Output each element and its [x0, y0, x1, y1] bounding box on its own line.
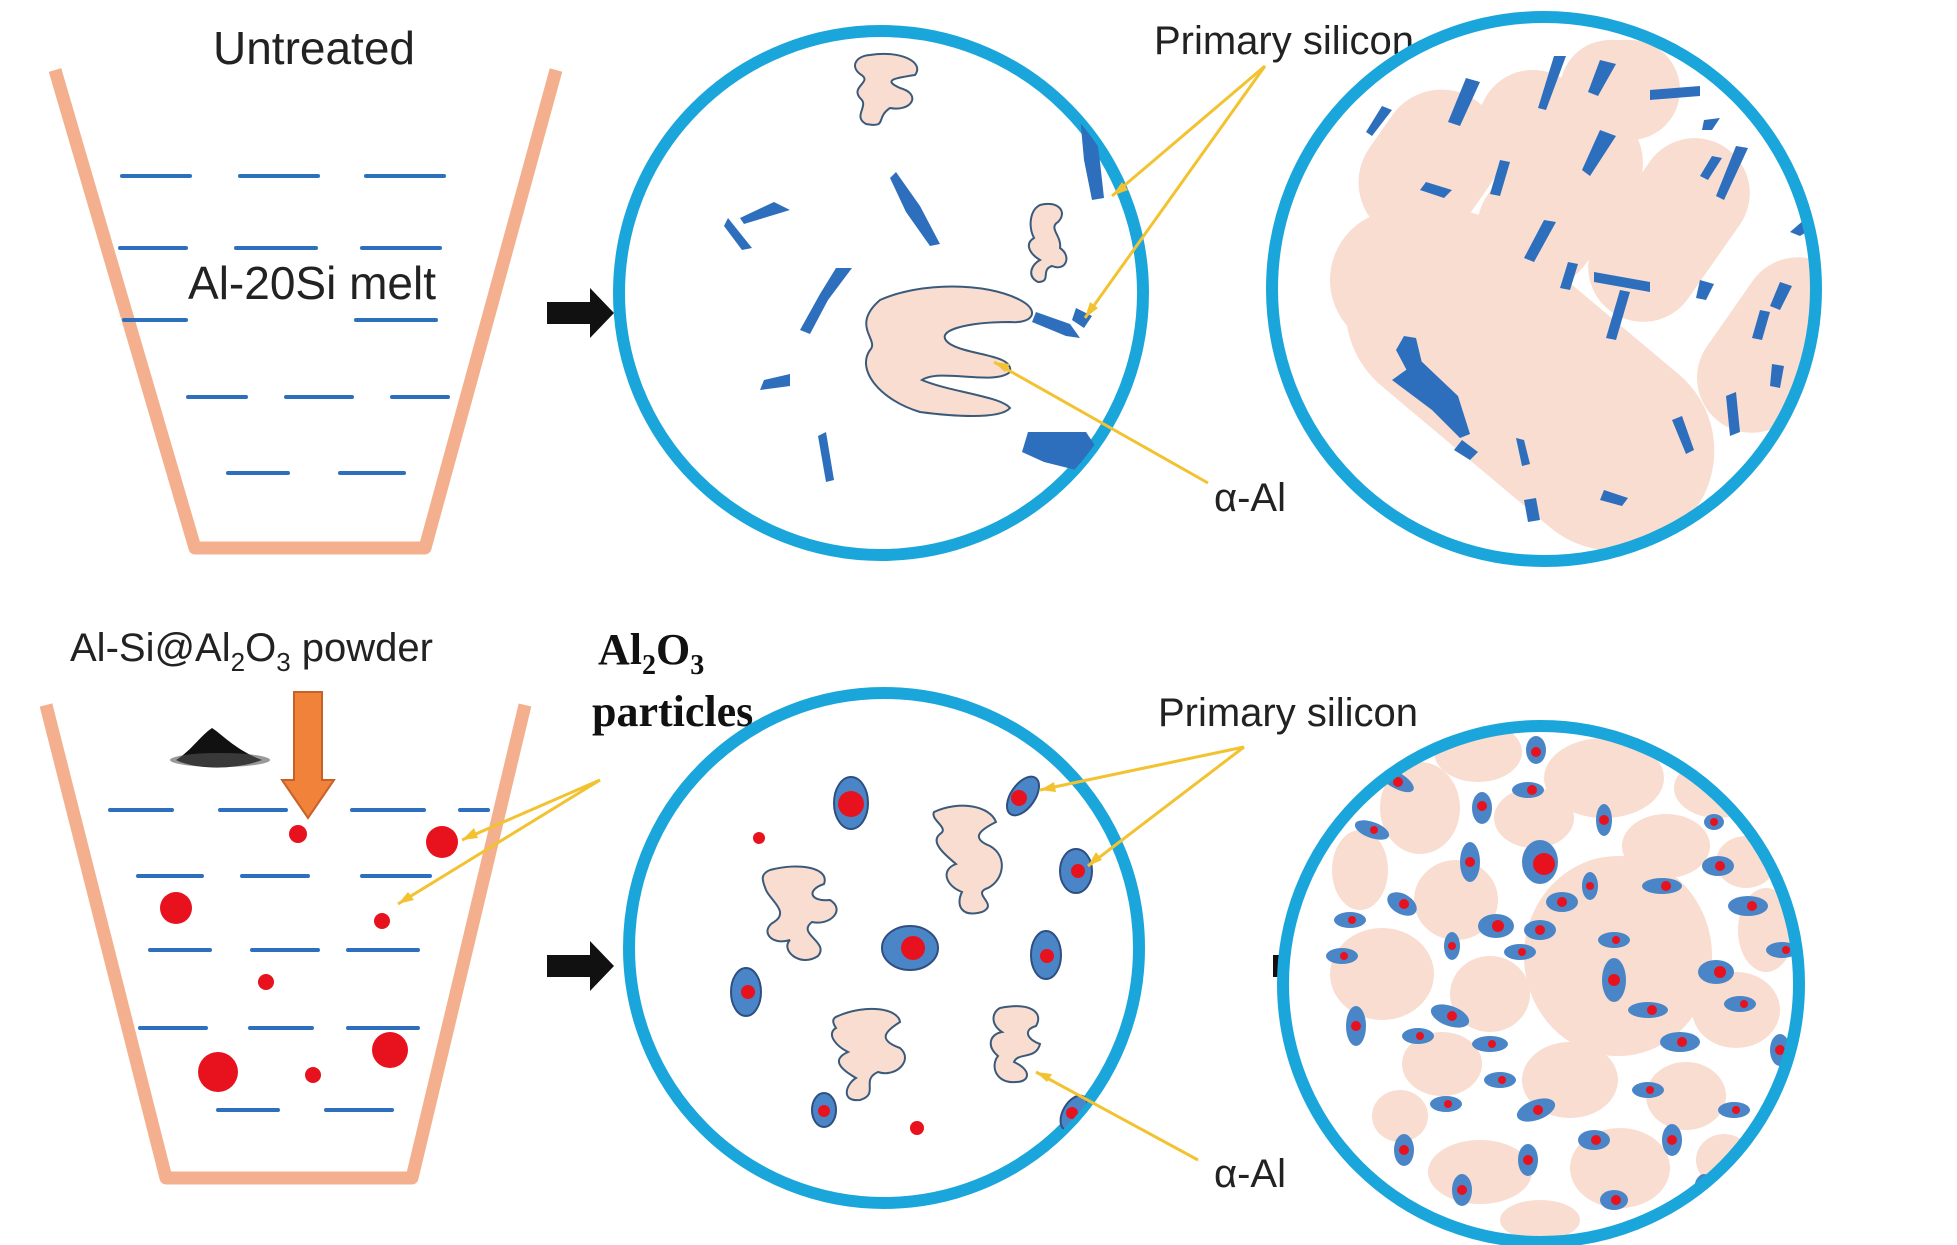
melt-dashes-bottom — [108, 808, 490, 1112]
alpha-al-dendrite — [761, 865, 838, 961]
primary-silicon-label-bottom: Primary silicon — [1158, 691, 1418, 735]
alpha-al-label: α-Al — [1214, 476, 1286, 520]
top-row: Untreated Al-20Si melt — [48, 11, 1822, 567]
alpha-al-grains — [1330, 40, 1816, 551]
callouts-top: Primary silicon α-Al — [993, 19, 1414, 520]
alpha-al-dendrite — [989, 1005, 1042, 1084]
alpha-al-dendrite — [932, 804, 1003, 915]
alpha-al-dendrite — [830, 1007, 906, 1102]
melt-dashes-top — [118, 174, 450, 475]
alpha-al-dendrite — [865, 285, 1033, 417]
free-alumina-particles — [753, 832, 924, 1135]
particles-label-line2: particles — [592, 687, 753, 736]
primary-silicon-needles — [724, 114, 1104, 482]
alumina-particles — [160, 825, 458, 1092]
callouts-bottom: Primary silicon α-Al — [1035, 691, 1418, 1196]
powder-feed-arrow — [280, 691, 336, 820]
microstructure-untreated-final — [1266, 11, 1822, 567]
particles-label-line1: Al2O3 — [598, 625, 704, 681]
powder-label: Al-Si@Al2O3 powder — [70, 626, 433, 677]
crucible-untreated: Al-20Si melt — [48, 68, 563, 555]
bottom-row: Al-Si@Al2O3 powder Al2O3 particles — [39, 625, 1805, 1245]
primary-silicon-on-alumina — [730, 775, 1093, 1132]
microstructure-untreated-early — [613, 25, 1149, 561]
alpha-al-label-bottom: α-Al — [1214, 1152, 1286, 1196]
crucible-treated — [39, 691, 532, 1185]
microstructure-treated-early — [623, 687, 1145, 1209]
alpha-al-dendrite — [1027, 202, 1068, 284]
microstructure-treated-final — [1277, 720, 1805, 1245]
process-arrow-1 — [547, 288, 614, 338]
melt-label: Al-20Si melt — [188, 257, 436, 309]
alpha-al-dendrite — [854, 52, 919, 126]
untreated-title: Untreated — [213, 22, 415, 74]
callout-particles — [397, 778, 601, 906]
primary-silicon-label: Primary silicon — [1154, 19, 1414, 63]
process-arrow-3 — [547, 941, 614, 991]
